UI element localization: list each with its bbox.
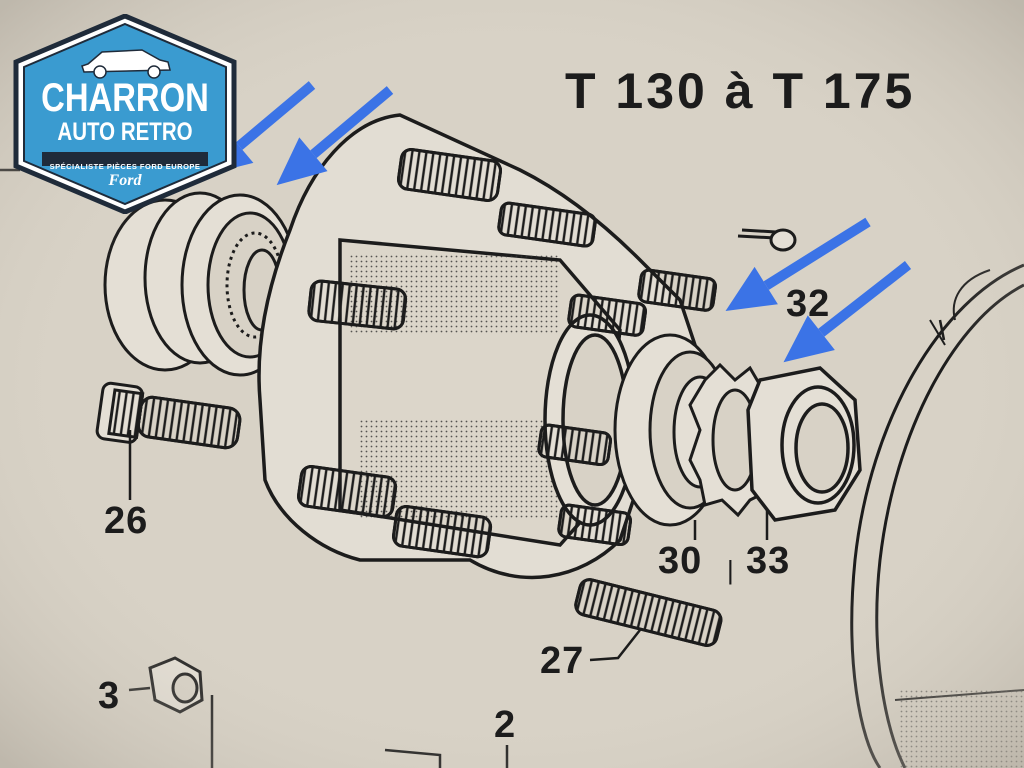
part-label-3: 3 [98,675,121,717]
part-label-30: 30 [658,540,703,582]
part-label-32: 32 [786,283,831,325]
charron-logo: CHARRON AUTO RETRO SPÉCIALISTE PIÈCES FO… [12,13,238,215]
part-label-33: 33 [746,540,791,582]
logo-badge-icon [13,13,237,215]
part-label-2: 2 [494,704,517,746]
part-label-26: 26 [104,500,149,542]
logo-sub-text: AUTO RETRO [57,118,193,146]
logo-tagline: SPÉCIALISTE PIÈCES FORD EUROPE [49,162,201,171]
logo-ford-text: Ford [108,172,142,189]
part-label-27: 27 [540,640,585,682]
classic-car-icon [81,49,171,79]
logo-brand-text: CHARRON [41,76,209,120]
label-separator: | [727,555,735,585]
page-title: T 130 à T 175 [565,63,916,119]
